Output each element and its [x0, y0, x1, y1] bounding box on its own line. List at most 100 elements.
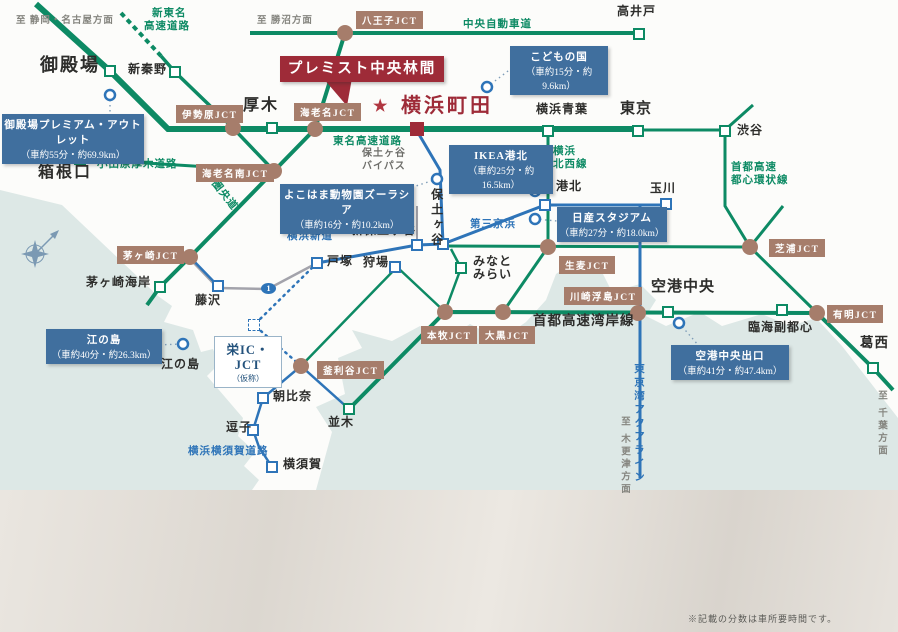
station-marker [437, 238, 449, 250]
jct-circle [293, 358, 309, 374]
poi-name: 空港中央出口 [695, 351, 765, 362]
station-marker [169, 66, 181, 78]
station-marker [411, 239, 423, 251]
jct-label-box: 海老名JCT [294, 103, 362, 121]
map-label: 第三京浜 [470, 219, 516, 230]
poi-distance: （車約27分・約18.0km） [559, 229, 665, 239]
map-label: 横浜横須賀道路 [188, 446, 269, 457]
jct-circle [495, 304, 511, 320]
map-label: 小田原厚木道路 [97, 159, 178, 170]
map-label: 臨海副都心 [748, 320, 814, 334]
jct-circle [307, 121, 323, 137]
jct-circle [630, 305, 646, 321]
poi-info-box: 御殿場プレミアム・アウトレット（車約55分・約69.9km） [2, 114, 144, 164]
poi-distance: （車約25分・約16.5km） [467, 167, 535, 191]
map-label: 横須賀 [283, 457, 323, 471]
map-label: 茅ヶ崎海岸 [86, 275, 152, 289]
poi-distance: （車約55分・約69.9km） [20, 151, 126, 161]
map-label: ★ [373, 98, 388, 115]
poi-info-box: 江の島（車約40分・約26.3km） [46, 329, 162, 364]
jct-circle [437, 304, 453, 320]
jct-circle [540, 239, 556, 255]
map-label: 至 静岡・名古屋方面 [16, 16, 114, 26]
station-marker [343, 403, 355, 415]
map-label: 1 [261, 283, 276, 294]
map-label: 横浜青葉 [536, 102, 589, 116]
jct-circle [742, 239, 758, 255]
map-label: 中央自動車道 [463, 19, 532, 30]
callout-tail [323, 78, 352, 106]
map-label: 都心環状線 [731, 175, 789, 186]
station-marker [247, 424, 259, 436]
map-label: 首都高速湾岸線 [533, 313, 635, 328]
station-marker [248, 319, 260, 331]
poi-name: 日産スタジアム [572, 213, 652, 224]
station-marker [257, 392, 269, 404]
tokyo-bay-water [316, 260, 898, 490]
map-label: 新東名 [152, 8, 187, 19]
station-marker [212, 280, 224, 292]
map-label: 空港中央 [651, 279, 716, 295]
sakae-ic-name: 栄IC・JCT [226, 343, 270, 372]
map-label: 保土ヶ谷 [362, 148, 406, 159]
map-label: 横浜新道 [287, 231, 333, 242]
jct-label-box: 茅ヶ崎JCT [117, 246, 185, 264]
station-marker [455, 262, 467, 274]
map-label: 首都高速 [731, 162, 777, 173]
station-marker [311, 257, 323, 269]
station-marker [633, 28, 645, 40]
station-marker [104, 65, 116, 77]
map-label: バイパス [362, 161, 406, 172]
map-label: 並木 [328, 415, 355, 429]
station-marker [539, 199, 551, 211]
map-label: 東京 [620, 101, 653, 117]
jct-label-box: 八王子JCT [356, 11, 424, 29]
jct-circle [337, 25, 353, 41]
poi-distance: （車約15分・約9.6km） [525, 68, 593, 92]
jct-label-box: 伊勢原JCT [176, 105, 244, 123]
jct-label-box: 川崎浮島JCT [564, 287, 643, 305]
poi-name: よこはま動物園ズーラシア [283, 190, 411, 216]
compass-icon [21, 230, 59, 268]
access-cards-strip: ※記載の分数は車所要時間です。 [0, 490, 898, 632]
station-marker [632, 125, 644, 137]
jct-label-box: 釜利谷JCT [317, 361, 385, 379]
map-label: 江の島 [161, 357, 201, 371]
station-marker [410, 122, 424, 136]
map-label: 東京湾アクアライン [633, 363, 645, 485]
map-label: 朝比奈 [273, 389, 313, 403]
poi-name: こどもの国 [530, 52, 588, 63]
station-marker [266, 122, 278, 134]
sakae-ic-box: 栄IC・JCT （仮称） [214, 336, 282, 388]
station-marker [389, 261, 401, 273]
station-marker [266, 461, 278, 473]
map-label: 横浜 [553, 146, 576, 157]
station-marker [154, 281, 166, 293]
jct-label-box: 芝浦JCT [769, 239, 826, 257]
map-label: 高速道路 [144, 21, 190, 32]
jct-circle [182, 249, 198, 265]
poi-name: IKEA港北 [474, 151, 528, 162]
jct-circle [809, 305, 825, 321]
map-label: 箱根口 [38, 164, 93, 181]
jct-label-box: 有明JCT [827, 305, 884, 323]
map-label: 藤沢 [195, 293, 222, 307]
map-label: 東名高速道路 [333, 136, 402, 147]
poi-distance: （車約16分・約10.2km） [294, 221, 400, 231]
jct-label-box: 大黒JCT [479, 326, 536, 344]
route-map: プレミスト中央林間 栄IC・JCT （仮称） 至 静岡・名古屋方面至 勝沼方面新… [0, 0, 898, 496]
map-label: 葛西 [860, 335, 889, 350]
local-road [191, 206, 418, 291]
map-label: みなと [473, 254, 513, 268]
map-label: 狩場 [363, 255, 390, 269]
map-label: 玉川 [650, 181, 677, 195]
map-label: 御殿場 [40, 55, 100, 75]
map-label: 戸塚 [327, 254, 354, 268]
map-label: みらい [473, 267, 513, 281]
poi-info-box: よこはま動物園ズーラシア （車約16分・約10.2km） [280, 184, 414, 234]
jct-label-box: 海老名南JCT [196, 164, 275, 182]
poi-name: 江の島 [86, 335, 122, 346]
map-label: 厚木 [243, 97, 280, 114]
jct-circle [225, 120, 241, 136]
